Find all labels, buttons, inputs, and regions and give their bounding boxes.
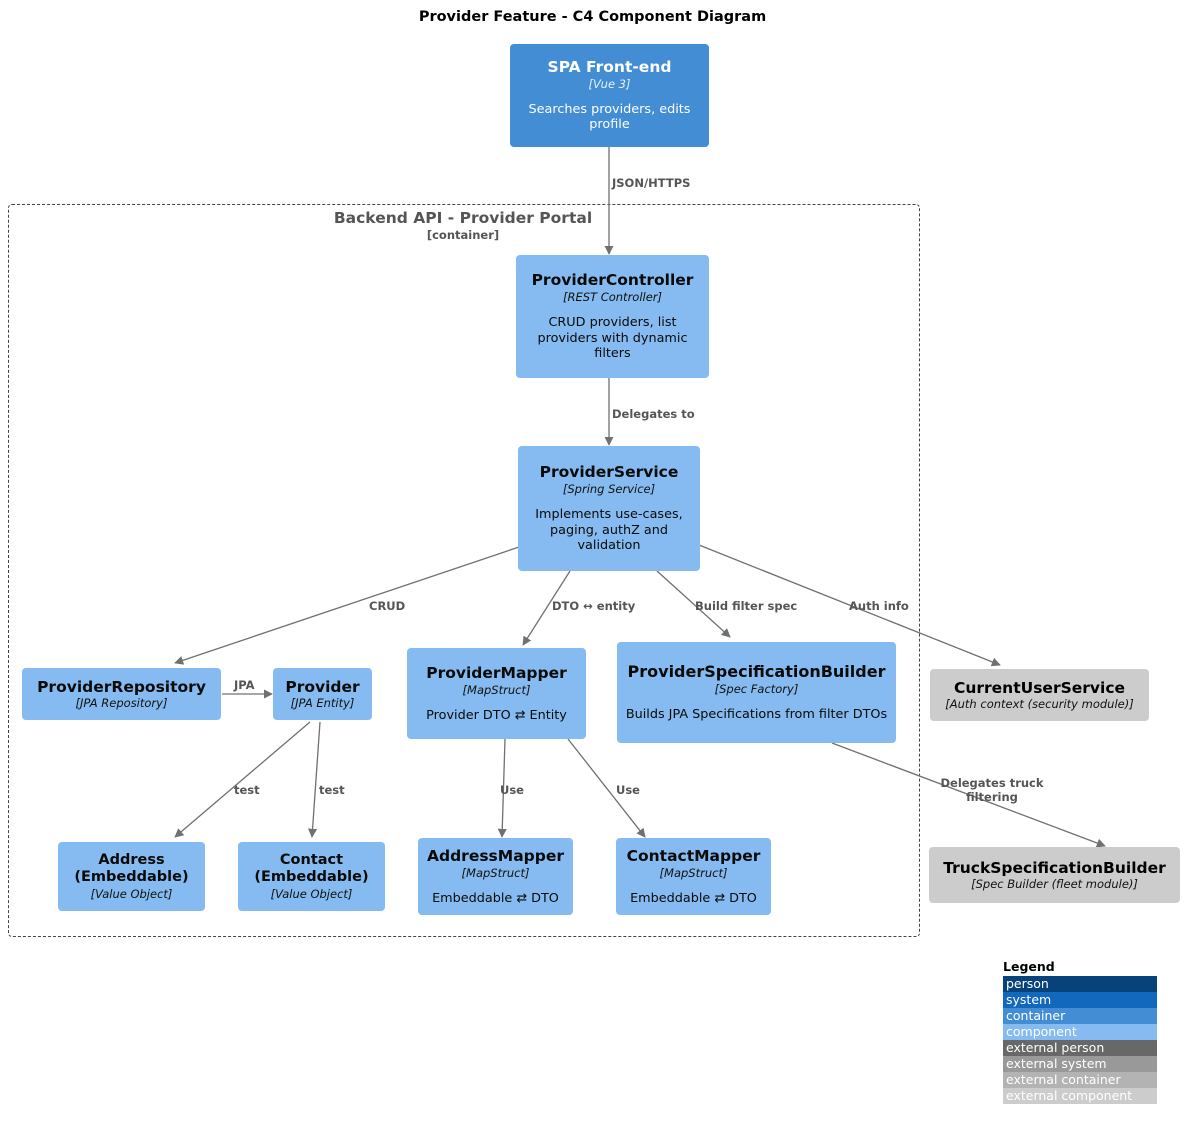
edge-label-jpa: JPA bbox=[234, 678, 255, 692]
node-provider-mapper[interactable]: ProviderMapper [MapStruct] Provider DTO … bbox=[407, 648, 586, 739]
edge-label-auth-info: Auth info bbox=[849, 599, 909, 613]
node-type: [Vue 3] bbox=[588, 76, 631, 91]
node-type: [Spec Builder (fleet module)] bbox=[971, 877, 1138, 892]
node-provider-specification-builder[interactable]: ProviderSpecificationBuilder [Spec Facto… bbox=[617, 642, 896, 743]
node-type: [MapStruct] bbox=[461, 865, 530, 880]
node-type: [MapStruct] bbox=[659, 865, 728, 880]
legend-item-external-person: external person bbox=[1003, 1040, 1157, 1056]
node-contact-mapper[interactable]: ContactMapper [MapStruct] Embeddable ⇄ D… bbox=[616, 838, 771, 915]
legend-item-component: component bbox=[1003, 1024, 1157, 1040]
node-name: ProviderRepository bbox=[37, 677, 206, 696]
node-name: ProviderService bbox=[539, 463, 679, 482]
node-desc: Builds JPA Specifications from filter DT… bbox=[625, 706, 888, 722]
legend-item-system: system bbox=[1003, 992, 1157, 1008]
node-name: Contact (Embeddable) bbox=[254, 851, 369, 886]
legend-item-external-system: external system bbox=[1003, 1056, 1157, 1072]
edge-label-delegates-truck-filtering: Delegates truck filtering bbox=[940, 776, 1044, 805]
node-name: ProviderMapper bbox=[426, 663, 567, 682]
edge-label-crud: CRUD bbox=[369, 599, 406, 613]
node-desc: CRUD providers, list providers with dyna… bbox=[537, 315, 688, 362]
node-provider-entity[interactable]: Provider [JPA Entity] bbox=[273, 668, 372, 720]
boundary-label: Backend API - Provider Portal [container… bbox=[8, 209, 918, 243]
node-spa-front-end[interactable]: SPA Front-end [Vue 3] Searches providers… bbox=[510, 44, 709, 147]
node-address-embeddable[interactable]: Address (Embeddable) [Value Object] bbox=[58, 842, 205, 911]
node-truck-specification-builder[interactable]: TruckSpecificationBuilder [Spec Builder … bbox=[929, 847, 1180, 903]
node-type: [Value Object] bbox=[90, 887, 173, 902]
edge-label-test-address: test bbox=[234, 783, 260, 797]
node-provider-repository[interactable]: ProviderRepository [JPA Repository] bbox=[22, 668, 221, 720]
edge-label-use-contact: Use bbox=[616, 783, 640, 797]
legend-title: Legend bbox=[1003, 959, 1055, 974]
legend-item-external-component: external component bbox=[1003, 1088, 1157, 1104]
node-type: [Spring Service] bbox=[562, 482, 656, 497]
node-name: SPA Front-end bbox=[547, 57, 672, 76]
legend-item-external-container: external container bbox=[1003, 1072, 1157, 1088]
node-type: [REST Controller] bbox=[562, 290, 663, 305]
node-type: [JPA Repository] bbox=[75, 696, 168, 711]
node-name: Address (Embeddable) bbox=[74, 851, 189, 886]
node-desc: Embeddable ⇄ DTO bbox=[432, 890, 559, 906]
edge-label-use-address: Use bbox=[500, 783, 524, 797]
node-desc: Embeddable ⇄ DTO bbox=[630, 890, 757, 906]
node-current-user-service[interactable]: CurrentUserService [Auth context (securi… bbox=[930, 669, 1149, 721]
node-contact-embeddable[interactable]: Contact (Embeddable) [Value Object] bbox=[238, 842, 385, 911]
node-type: [MapStruct] bbox=[462, 682, 531, 697]
node-name: Provider bbox=[285, 677, 360, 696]
node-desc: Provider DTO ⇄ Entity bbox=[426, 707, 567, 723]
node-type: [Value Object] bbox=[270, 887, 353, 902]
node-desc: Implements use-cases, paging, authZ and … bbox=[535, 507, 683, 554]
node-name: AddressMapper bbox=[426, 846, 565, 865]
edge-label-delegates-to: Delegates to bbox=[612, 407, 695, 421]
node-type: [Spec Factory] bbox=[714, 681, 799, 696]
node-name: TruckSpecificationBuilder bbox=[943, 858, 1166, 877]
boundary-type: [container] bbox=[426, 228, 500, 243]
legend-item-container: container bbox=[1003, 1008, 1157, 1024]
node-provider-controller[interactable]: ProviderController [REST Controller] CRU… bbox=[516, 255, 709, 378]
edge-label-build-filter-spec: Build filter spec bbox=[695, 599, 798, 613]
boundary-backend-api bbox=[8, 204, 920, 937]
node-name: CurrentUserService bbox=[953, 678, 1126, 697]
node-address-mapper[interactable]: AddressMapper [MapStruct] Embeddable ⇄ D… bbox=[418, 838, 573, 915]
edge-label-dto-entity: DTO ↔ entity bbox=[552, 599, 636, 613]
node-type: [Auth context (security module)] bbox=[945, 697, 1134, 712]
page-title: Provider Feature - C4 Component Diagram bbox=[418, 9, 767, 25]
edge-label-test-contact: test bbox=[319, 783, 345, 797]
legend-item-person: person bbox=[1003, 976, 1157, 992]
node-name: ProviderSpecificationBuilder bbox=[627, 662, 886, 682]
node-desc: Searches providers, edits profile bbox=[528, 101, 691, 133]
node-name: ContactMapper bbox=[626, 846, 761, 865]
node-provider-service[interactable]: ProviderService [Spring Service] Impleme… bbox=[518, 446, 700, 571]
node-name: ProviderController bbox=[531, 271, 694, 290]
node-type: [JPA Entity] bbox=[290, 696, 355, 711]
boundary-name: Backend API - Provider Portal bbox=[333, 209, 593, 227]
edge-label-json-https: JSON/HTTPS bbox=[612, 176, 691, 190]
